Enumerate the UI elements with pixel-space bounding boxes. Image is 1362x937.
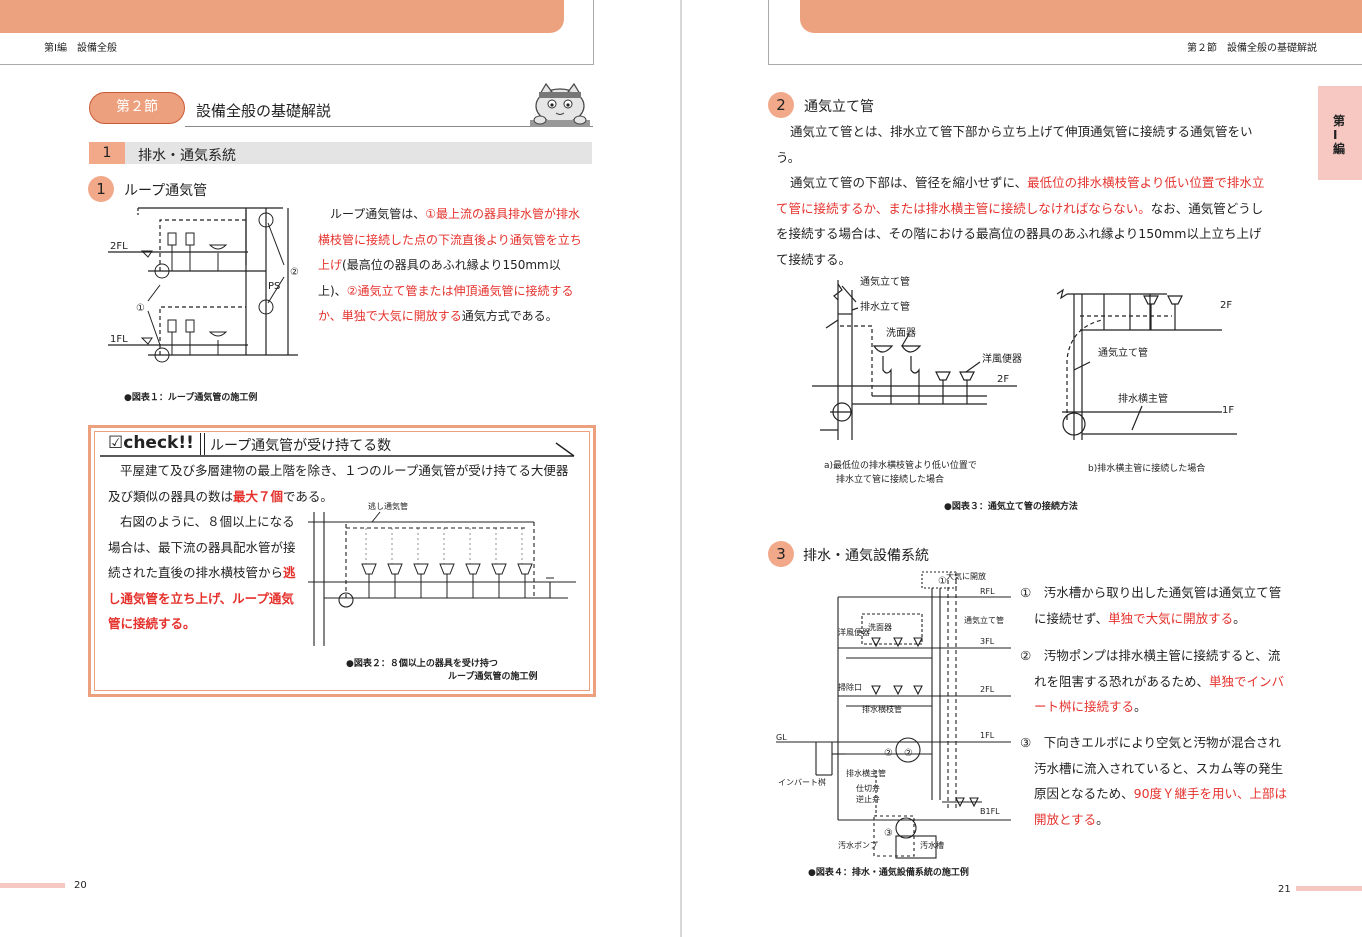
- loop-vent-text: ループ通気管は、①最上流の器具排水管が排水横枝管に接続した点の下流直後より通気管…: [318, 207, 582, 323]
- svg-text:RFL: RFL: [980, 587, 995, 596]
- figure-4-drain-system: 大気に開放 RFL 通気立て管 3FL 洗面器 洋風便器 2FL 掃除口 排水横…: [776, 571, 1011, 859]
- svg-text:洗面器: 洗面器: [868, 622, 892, 632]
- check-para-1: 平屋建て及び多層建物の最上階を除き、１つのループ通気管が受け持てる大便器及び類似…: [108, 463, 569, 504]
- svg-text:排水横主管: 排水横主管: [1118, 392, 1168, 405]
- item-1: ① 汚水槽から取り出した通気管は通気立て管に接続せず、単独で大気に開放する。: [1020, 585, 1282, 626]
- figure-3-caption: ●図表３：通気立て管の接続方法: [944, 502, 1078, 512]
- svg-text:B1FL: B1FL: [980, 807, 1000, 816]
- svg-text:インバート桝: インバート桝: [778, 777, 826, 787]
- svg-text:③: ③: [884, 828, 893, 839]
- svg-text:②: ②: [904, 748, 913, 759]
- left-header-bar: [0, 0, 564, 33]
- right-header-bar: [800, 0, 1362, 33]
- svg-text:逃し通気管: 逃し通気管: [368, 501, 408, 511]
- figure-1-loop-vent: 2FL 1FL PS ① ②: [108, 207, 299, 363]
- figure-2-caption-1: ●図表２：８個以上の器具を受け持つ: [346, 659, 498, 669]
- side-tab-text: 第Ⅰ編: [1333, 114, 1346, 156]
- svg-text:排水横主管: 排水横主管: [846, 768, 886, 778]
- svg-text:汚水槽: 汚水槽: [920, 840, 944, 850]
- svg-text:②: ②: [884, 748, 893, 759]
- section-badge-text: 第２節: [116, 99, 158, 115]
- subheading-3-number: 3: [768, 541, 794, 567]
- check-para-2: 右図のように、８個以上になる場合は、最下流の器具配水管が接続された直後の排水横枝…: [108, 514, 296, 631]
- heading-title: 排水・通気系統: [138, 148, 236, 164]
- svg-text:1F: 1F: [1222, 405, 1234, 416]
- heading-number-box: 1: [89, 142, 125, 164]
- svg-text:GL: GL: [776, 733, 787, 742]
- right-footer-bar: [1296, 886, 1362, 891]
- svg-text:排水横枝管: 排水横枝管: [862, 704, 902, 714]
- subheading-2-title: 通気立て管: [804, 99, 874, 115]
- right-page-number: 21: [1278, 884, 1291, 895]
- svg-text:2F: 2F: [1220, 300, 1232, 311]
- figure-2-caption-2: ループ通気管の施工例: [448, 672, 538, 682]
- svg-text:①: ①: [136, 303, 145, 314]
- left-running-head: 第Ⅰ編 設備全般: [44, 43, 117, 54]
- subheading-number: 1: [88, 176, 114, 202]
- heading-bar: [89, 142, 592, 164]
- vent-stack-para-1: 通気立て管とは、排水立て管下部から立ち上げて伸頂通気管に接続する通気管をいう。: [776, 124, 1253, 165]
- svg-text:2FL: 2FL: [110, 241, 128, 252]
- vent-stack-para-2: 通気立て管の下部は、管径を縮小せずに、最低位の排水横枝管より低い位置で排水立て管…: [776, 175, 1265, 267]
- figure-3-vent-stack: 通気立て管 排水立て管 洗面器 洋風便器 2F 2F 1F 通気立て管 排水横主…: [812, 275, 1237, 440]
- check-title: ループ通気管が受け持てる数: [210, 438, 392, 454]
- subheading-3-title: 排水・通気設備系統: [803, 548, 929, 564]
- page-gutter: [680, 0, 682, 937]
- svg-text:仕切弁: 仕切弁: [856, 783, 880, 793]
- figure-3a-caption-2: 排水立て管に接続した場合: [836, 475, 945, 485]
- svg-text:通気立て管: 通気立て管: [1098, 346, 1148, 359]
- svg-text:1FL: 1FL: [110, 334, 128, 345]
- item-3: ③ 下向きエルボにより空気と汚物が混合され汚水槽に流入されていると、スカム等の発…: [1020, 735, 1288, 827]
- item-2: ② 汚物ポンプは排水横主管に接続すると、流れを阻害する恐れがあるため、単独でイン…: [1020, 648, 1285, 714]
- figure-3b-caption: b)排水横主管に接続した場合: [1088, 464, 1206, 474]
- check-box: [88, 425, 596, 697]
- figure-4-caption: ●図表４：排水・通気設備系統の施工例: [808, 868, 969, 878]
- subheading-title: ループ通気管: [124, 183, 208, 199]
- section-title: 設備全般の基礎解説: [196, 102, 332, 120]
- svg-text:通気立て管: 通気立て管: [860, 275, 910, 288]
- side-tab: [1318, 86, 1362, 180]
- mascot-cat-icon: [530, 82, 590, 127]
- left-footer-bar: [0, 883, 65, 888]
- left-page: 第Ⅰ編 設備全般 第２節 設備全般の基礎解説 1 排水・通気系統 1 ループ通気…: [0, 0, 680, 937]
- left-page-number: 20: [74, 880, 87, 891]
- figure-1-caption: ●図表１：ループ通気管の施工例: [124, 393, 258, 403]
- svg-text:洋風便器: 洋風便器: [838, 627, 870, 637]
- svg-text:①: ①: [938, 576, 947, 587]
- svg-text:洗面器: 洗面器: [886, 327, 916, 339]
- svg-text:逆止弁: 逆止弁: [856, 794, 880, 804]
- svg-text:2F: 2F: [997, 374, 1009, 385]
- svg-text:②: ②: [290, 267, 299, 278]
- right-running-head: 第２節 設備全般の基礎解説: [1187, 43, 1317, 54]
- svg-text:3FL: 3FL: [980, 637, 995, 646]
- figure-3a-caption-1: a)最低位の排水横枝管より低い位置で: [824, 461, 977, 471]
- figure-2-relief-vent: 逃し通気管: [308, 501, 576, 646]
- svg-text:汚水ポンプ: 汚水ポンプ: [838, 840, 878, 850]
- svg-text:1FL: 1FL: [980, 731, 995, 740]
- check-logo: ☑check!!: [108, 433, 194, 453]
- svg-text:排水立て管: 排水立て管: [860, 300, 910, 313]
- svg-text:掃除口: 掃除口: [838, 682, 862, 692]
- svg-text:PS: PS: [268, 281, 280, 292]
- svg-text:大気に開放: 大気に開放: [946, 571, 986, 581]
- section-badge: 第２節: [89, 92, 185, 124]
- svg-text:2FL: 2FL: [980, 685, 995, 694]
- subheading-2-number: 2: [768, 92, 794, 118]
- svg-text:通気立て管: 通気立て管: [964, 615, 1004, 625]
- svg-text:洋風便器: 洋風便器: [982, 352, 1022, 365]
- right-page: 第２節 設備全般の基礎解説 第Ⅰ編 2 通気立て管 通気立て管とは、排水立て管下…: [682, 0, 1362, 937]
